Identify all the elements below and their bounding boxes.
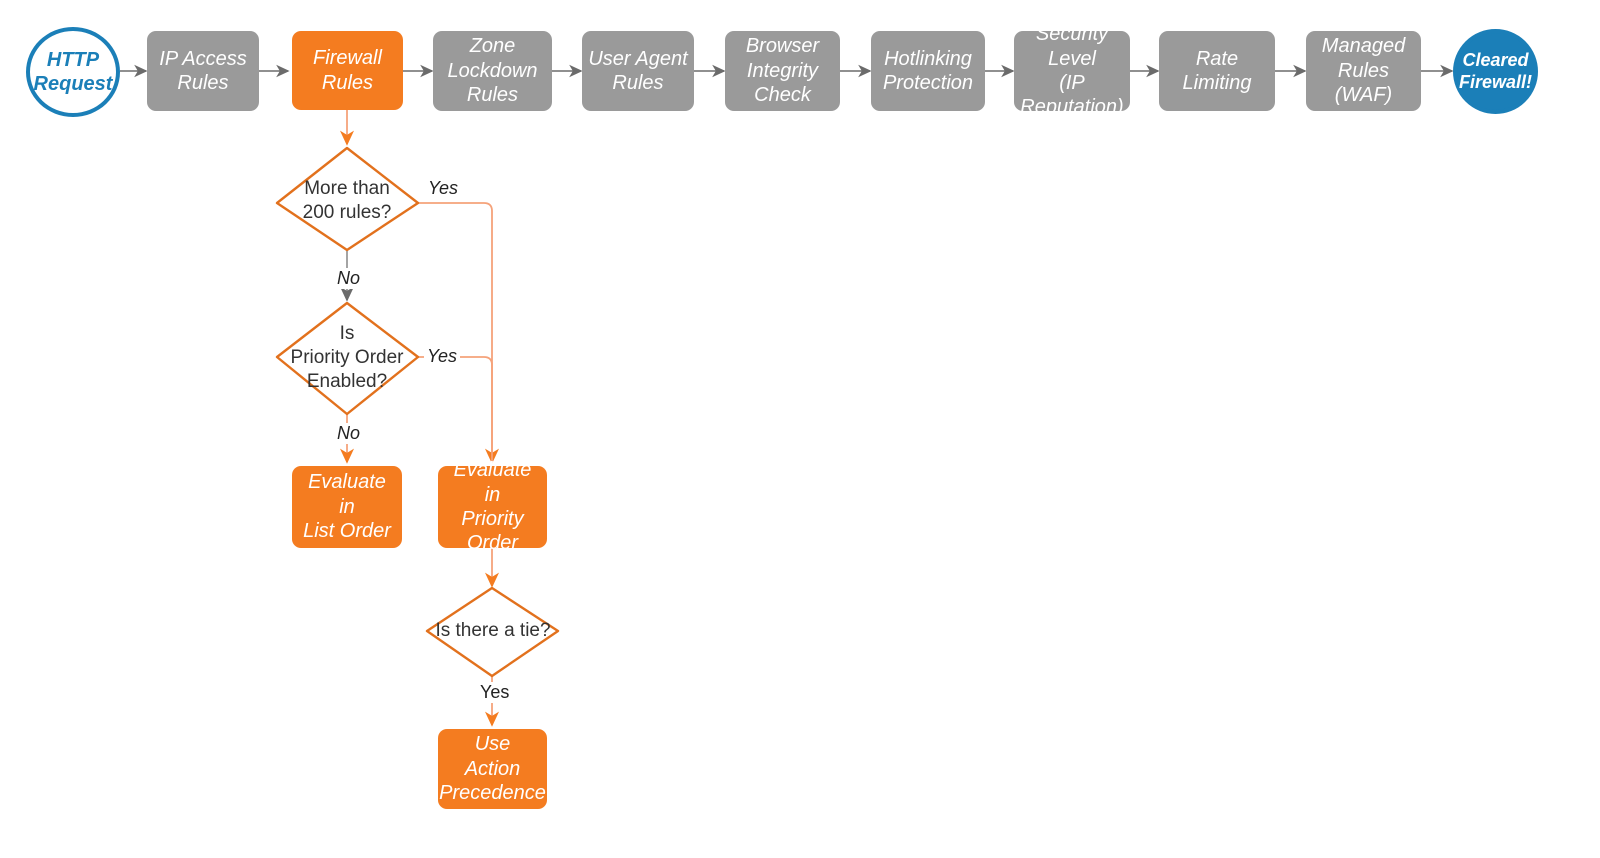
decision-label-priority-order-enabled: Is Priority Order Enabled? xyxy=(290,323,404,392)
edge-label-more-than-200-yes: Yes xyxy=(425,178,462,199)
node-evaluate-priority-order[interactable]: Evaluate in Priority Order xyxy=(438,459,547,554)
node-label-http-request: HTTP Request xyxy=(33,48,113,95)
node-evaluate-list-order[interactable]: Evaluate in List Order xyxy=(292,466,402,548)
node-label-security-level: Security Level (IP Reputation) xyxy=(1020,23,1124,119)
node-label-zone-lockdown-rules: Zone Lockdown Rules xyxy=(447,35,538,107)
node-zone-lockdown-rules[interactable]: Zone Lockdown Rules xyxy=(433,31,552,111)
node-label-evaluate-list-order: Evaluate in List Order xyxy=(303,471,391,543)
node-http-request[interactable]: HTTP Request xyxy=(26,27,120,117)
edge-label-priority-order-no: No xyxy=(334,423,364,444)
node-label-rate-limiting: Rate Limiting xyxy=(1182,47,1252,94)
node-label-cleared-firewall: Cleared Firewall! xyxy=(1458,49,1533,92)
node-managed-rules-waf[interactable]: Managed Rules (WAF) xyxy=(1306,31,1421,111)
node-label-firewall-rules: Firewall Rules xyxy=(313,47,382,94)
node-label-evaluate-priority-order: Evaluate in Priority Order xyxy=(453,459,532,555)
edge-label-more-than-200-no: No xyxy=(334,268,364,289)
node-label-user-agent-rules: User Agent Rules xyxy=(588,47,688,94)
decision-priority-order-enabled[interactable]: Is Priority Order Enabled? xyxy=(277,321,417,395)
node-user-agent-rules[interactable]: User Agent Rules xyxy=(582,31,694,111)
node-label-hotlinking-protection: Hotlinking Protection xyxy=(882,47,974,94)
node-ip-access-rules[interactable]: IP Access Rules xyxy=(147,31,259,111)
node-security-level[interactable]: Security Level (IP Reputation) xyxy=(1014,23,1130,118)
decision-label-is-there-a-tie: Is there a tie? xyxy=(435,620,551,642)
node-hotlinking-protection[interactable]: Hotlinking Protection xyxy=(871,31,985,111)
node-label-use-action-precedence: Use Action Precedence xyxy=(439,733,546,805)
edge-label-priority-order-yes: Yes xyxy=(424,346,461,367)
node-rate-limiting[interactable]: Rate Limiting xyxy=(1159,31,1275,111)
decision-is-there-a-tie[interactable]: Is there a tie? xyxy=(420,612,566,650)
decision-more-than-200-rules[interactable]: More than 200 rules? xyxy=(282,170,412,232)
decision-label-more-than-200-rules: More than 200 rules? xyxy=(302,178,392,223)
node-use-action-precedence[interactable]: Use Action Precedence xyxy=(438,729,547,809)
node-label-browser-integrity-check: Browser Integrity Check xyxy=(745,35,820,107)
node-cleared-firewall[interactable]: Cleared Firewall! xyxy=(1453,29,1538,114)
node-label-managed-rules-waf: Managed Rules (WAF) xyxy=(1321,35,1406,107)
edge-label-tie-yes: Yes xyxy=(477,682,513,703)
node-label-ip-access-rules: IP Access Rules xyxy=(159,47,247,94)
node-firewall-rules[interactable]: Firewall Rules xyxy=(292,31,403,110)
node-browser-integrity-check[interactable]: Browser Integrity Check xyxy=(725,31,840,111)
